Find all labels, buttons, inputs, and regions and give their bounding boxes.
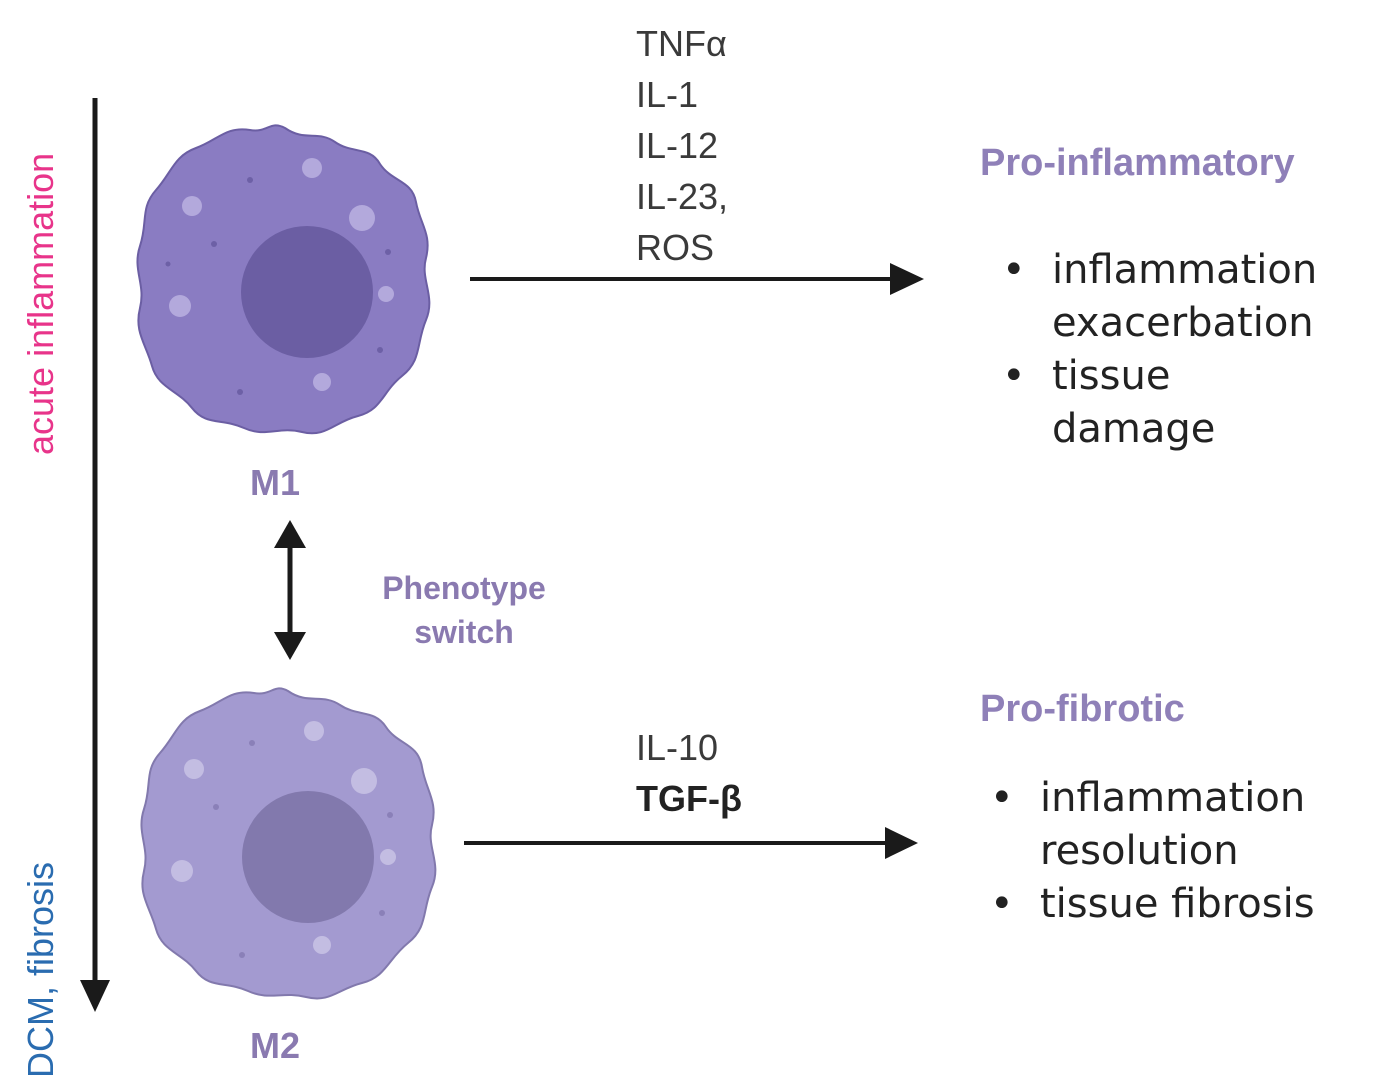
m1-label: M1 xyxy=(250,462,301,503)
pro-inflammatory-heading: Pro-inflammatory xyxy=(980,142,1295,184)
effect-line: damage xyxy=(1052,406,1216,452)
pro-fibrotic-cytokines: IL-10 TGF-β xyxy=(636,722,742,824)
phenotype-switch-label: Phenotype switch xyxy=(334,566,594,654)
effect-line: tissue xyxy=(1052,353,1171,399)
pro-inflammatory-cytokines: TNFα IL-1 IL-12 IL-23, ROS xyxy=(636,18,728,273)
effect-line: tissue fibrosis xyxy=(1040,881,1315,927)
m2-macrophage xyxy=(140,687,437,1000)
effect-line: resolution xyxy=(1040,828,1239,874)
cytokine-ros: ROS xyxy=(636,227,715,268)
effect-tissue-damage: tissue damage xyxy=(1002,350,1317,456)
effect-tissue-fibrosis: tissue fibrosis xyxy=(990,878,1315,931)
effect-line: inflammation xyxy=(1052,247,1318,293)
effect-inflammation-exacerbation: inflammation exacerbation xyxy=(1002,244,1317,350)
m1-nucleus xyxy=(241,226,373,358)
pro-fibrotic-heading: Pro-fibrotic xyxy=(980,688,1185,730)
m1-macrophage xyxy=(136,124,431,435)
cytokine-il10: IL-10 xyxy=(636,727,719,768)
effect-line: inflammation xyxy=(1040,775,1306,821)
cytokine-il1: IL-1 xyxy=(636,74,699,115)
pro-inflammatory-effects: inflammation exacerbation tissue damage xyxy=(1002,244,1317,456)
cytokine-il12: IL-12 xyxy=(636,125,719,166)
pro-fibrotic-effects: inflammation resolution tissue fibrosis xyxy=(990,772,1315,931)
cytokine-il23: IL-23, xyxy=(636,176,729,217)
effect-inflammation-resolution: inflammation resolution xyxy=(990,772,1315,878)
phenotype-switch-line2: switch xyxy=(414,614,514,650)
cytokine-tnfa: TNFα xyxy=(636,23,727,64)
cytokine-tgfb: TGF-β xyxy=(636,778,742,819)
m2-nucleus xyxy=(242,791,374,923)
phenotype-switch-line1: Phenotype xyxy=(382,570,546,606)
effect-line: exacerbation xyxy=(1052,300,1314,346)
m2-label: M2 xyxy=(250,1025,301,1066)
